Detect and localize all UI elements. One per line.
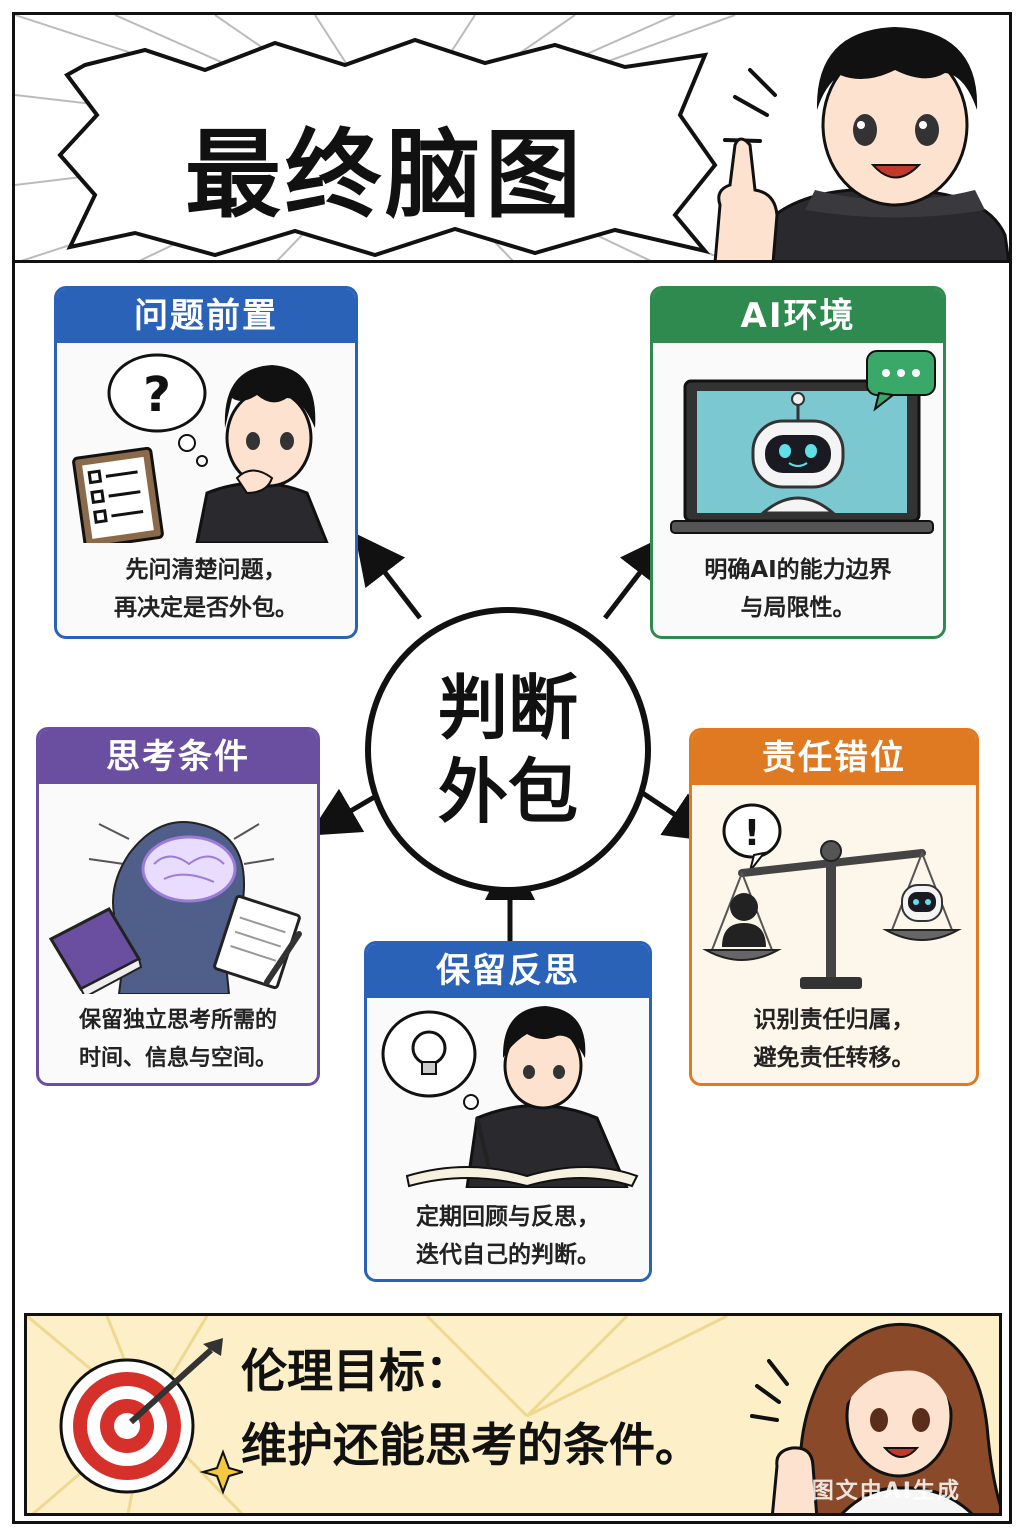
card-caption-line2: 与局限性。 xyxy=(653,589,943,627)
center-line1: 判断 xyxy=(428,666,588,750)
svg-text:!: ! xyxy=(744,813,760,854)
center-line2: 外包 xyxy=(428,750,588,834)
card-title: 问题前置 xyxy=(57,289,355,343)
card-caption-line2: 迭代自己的判断。 xyxy=(367,1236,649,1274)
boy-pointing-illustration xyxy=(695,15,1009,263)
card-caption-line2: 避免责任转移。 xyxy=(692,1039,976,1077)
card-problem-first: 问题前置 ? 先问清楚问题， 再决定是否外包。 xyxy=(54,286,358,639)
card-caption-line1: 明确AI的能力边界 xyxy=(653,551,943,589)
card-title: 保留反思 xyxy=(367,944,649,998)
lightbulb-bubble-icon xyxy=(383,1012,487,1124)
card-caption-line1: 保留独立思考所需的 xyxy=(39,1002,317,1040)
center-node: 判断 外包 xyxy=(365,607,651,893)
card-title: 思考条件 xyxy=(39,730,317,784)
writing-boy-illustration xyxy=(367,998,649,1188)
laptop-robot-illustration xyxy=(653,343,943,543)
page-title: 最终脑图 xyxy=(85,97,685,236)
card-responsibility-misplacement: 责任错位 ! 识别责任归属， 避免责任转移。 xyxy=(689,728,979,1086)
card-title: AI环境 xyxy=(653,289,943,343)
robot-icon xyxy=(902,885,942,921)
card-caption-line1: 定期回顾与反思， xyxy=(367,1198,649,1236)
card-keep-reflection: 保留反思 定期回顾与反思， 迭代自己的判断。 xyxy=(364,941,652,1282)
ai-generated-watermark: 图文由AI生成 xyxy=(812,1473,961,1505)
goal-line2: 维护还能思考的条件。 xyxy=(241,1408,701,1482)
checklist-icon xyxy=(73,448,163,543)
thinking-boy-illustration: ? xyxy=(57,343,355,543)
footer-panel: 伦理目标： 维护还能思考的条件。 图文由AI生成 xyxy=(24,1313,1002,1516)
target-icon xyxy=(53,1336,243,1506)
sparkle-icon xyxy=(203,1452,243,1492)
card-caption-line1: 先问清楚问题， xyxy=(57,551,355,589)
svg-text:?: ? xyxy=(143,367,171,423)
card-caption-line2: 时间、信息与空间。 xyxy=(39,1040,317,1078)
card-thinking-conditions: 思考条件 保留独立思考所需的 时间、信息与空间。 xyxy=(36,727,320,1086)
header-panel: 最终脑图 xyxy=(15,15,1009,263)
card-ai-environment: AI环境 明确AI的能力边界 与局限性。 xyxy=(650,286,946,639)
brain-icon xyxy=(143,837,235,901)
goal-statement: 伦理目标： 维护还能思考的条件。 xyxy=(241,1334,701,1482)
head-brain-illustration xyxy=(39,784,317,994)
card-caption-line1: 识别责任归属， xyxy=(692,1001,976,1039)
card-title: 责任错位 xyxy=(692,731,976,785)
goal-line1: 伦理目标： xyxy=(241,1334,701,1408)
card-caption-line2: 再决定是否外包。 xyxy=(57,589,355,627)
exclamation-bubble-icon: ! xyxy=(724,805,780,871)
balance-scale-illustration: ! xyxy=(692,785,976,995)
